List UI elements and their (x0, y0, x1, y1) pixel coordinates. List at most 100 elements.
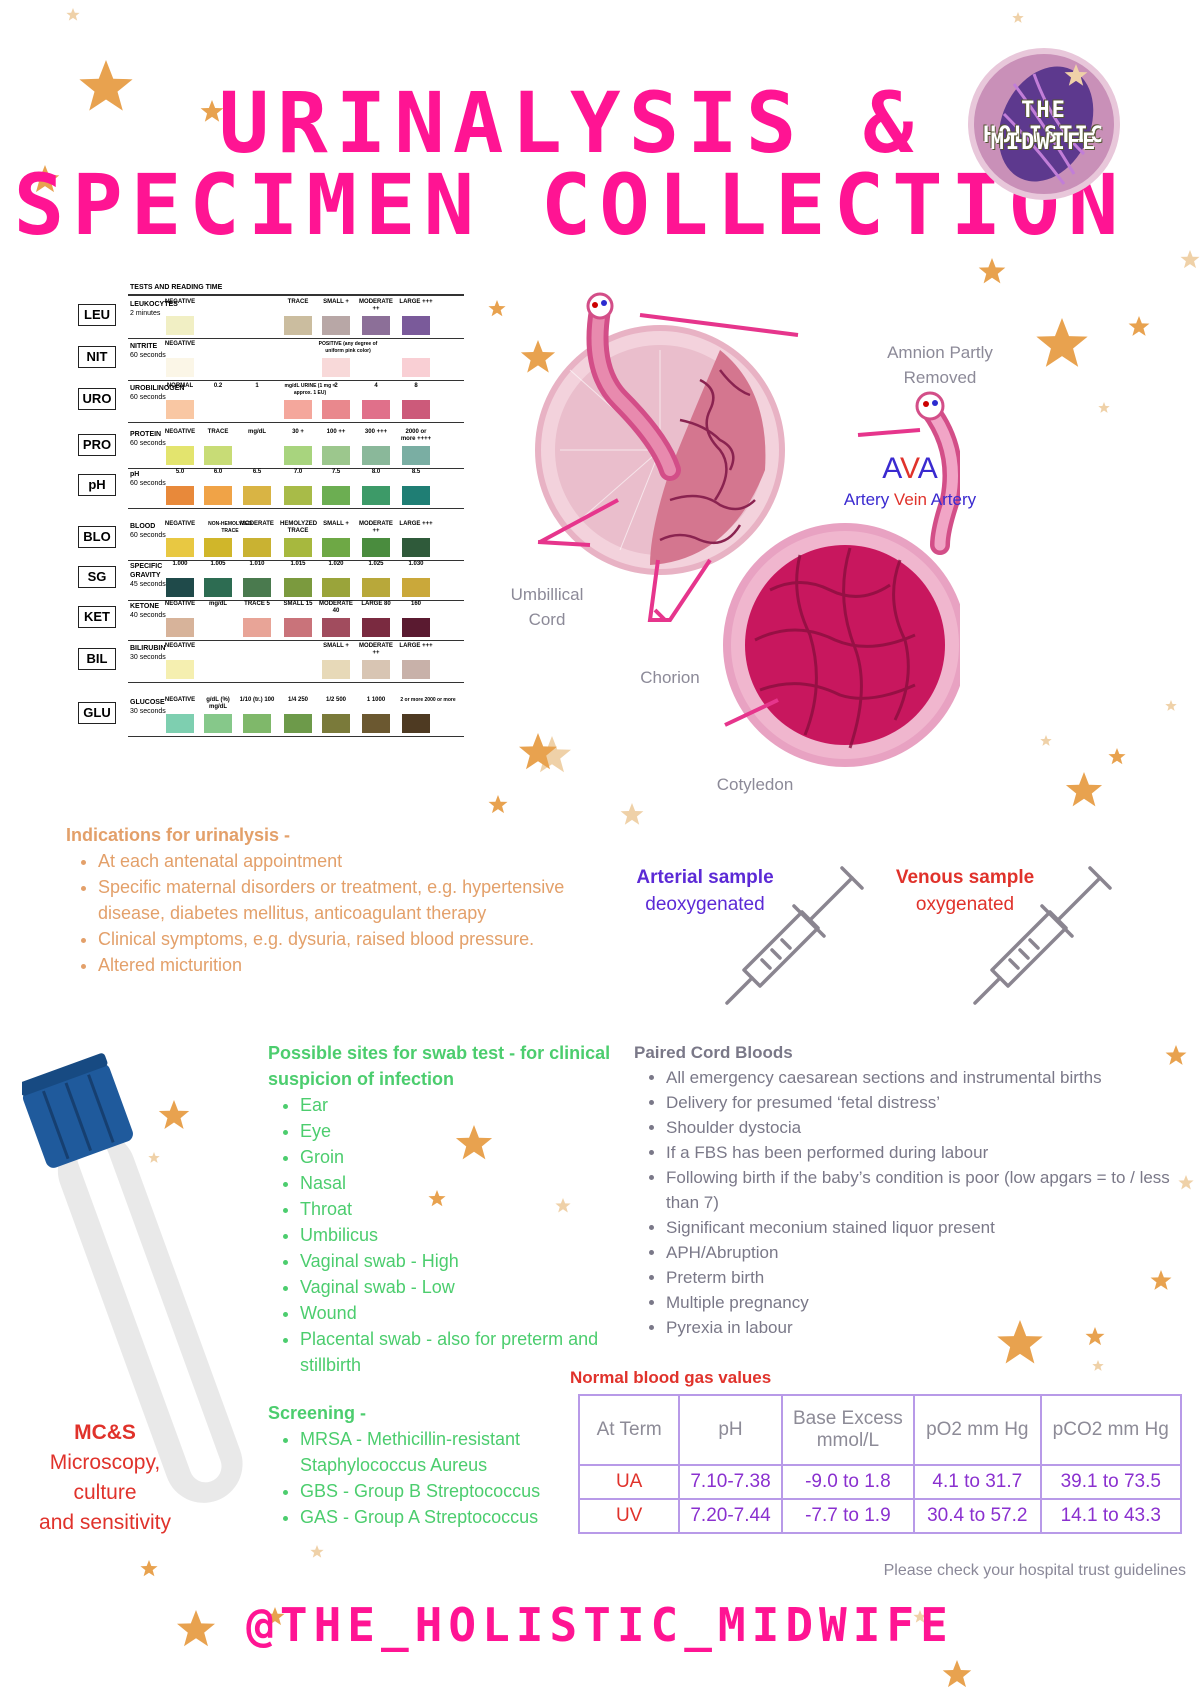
test-time: 40 seconds (130, 612, 166, 619)
list-item: Altered micturition (98, 952, 586, 978)
amnion-label: Amnion Partly Removed (887, 343, 993, 387)
swatch-label: MODERATE ++ (359, 521, 393, 534)
swatch-label: 1 1000 (366, 697, 386, 703)
swatch-label: LARGE +++ (399, 643, 433, 649)
table-header-cell: pO2 mm Hg (913, 1394, 1042, 1466)
swatch-label: MODERATE (240, 521, 274, 527)
color-swatch (166, 446, 194, 465)
swatch-label: 2 (334, 383, 338, 389)
swatch-label: NEGATIVE (164, 601, 196, 607)
color-swatch (243, 714, 271, 733)
logo-text-line2: MIDWIFE (990, 130, 1098, 155)
list-item: Specific maternal disorders or treatment… (98, 874, 586, 926)
color-swatch (284, 400, 312, 419)
swatch-label: HEMOLYZED TRACE (280, 521, 318, 534)
color-swatch (402, 358, 430, 377)
test-code: PRO (78, 434, 116, 456)
color-swatch (362, 578, 390, 597)
swatch-label: 1.030 (408, 561, 424, 567)
list-item: MRSA - Methicillin-resistant Staphylococ… (300, 1426, 568, 1478)
list-item: Umbilicus (300, 1222, 618, 1248)
social-handle: @THE_HOLISTIC_MIDWIFE (246, 1598, 954, 1652)
syringe-icon (725, 866, 864, 1005)
placenta-diagram (535, 292, 960, 767)
list-item: Eye (300, 1118, 618, 1144)
swab-list: EarEyeGroinNasalThroatUmbilicusVaginal s… (268, 1092, 618, 1378)
swab-section: Possible sites for swab test - for clini… (268, 1040, 618, 1378)
list-item: Placental swab - also for preterm and st… (300, 1326, 618, 1378)
test-time: 2 minutes (130, 310, 161, 317)
color-swatch (322, 618, 350, 637)
swatch-label: 300 +++ (364, 429, 388, 435)
screening-list: MRSA - Methicillin-resistant Staphylococ… (268, 1426, 568, 1530)
indications-section: Indications for urinalysis - At each ant… (66, 822, 586, 978)
test-code: LEU (78, 304, 116, 326)
color-swatch (362, 400, 390, 419)
swatch-label: 1.010 (249, 561, 265, 567)
swatch-label: NEGATIVE (164, 643, 196, 649)
table-cell: 39.1 to 73.5 (1039, 1464, 1182, 1500)
swatch-label: LARGE +++ (399, 521, 433, 527)
list-item: Groin (300, 1144, 618, 1170)
swatch-label: SMALL 15 (283, 601, 313, 607)
color-swatch (322, 400, 350, 419)
color-swatch (402, 618, 430, 637)
test-time: 30 seconds (130, 654, 166, 661)
swatch-label: 1.015 (290, 561, 306, 567)
list-item: GBS - Group B Streptococcus (300, 1478, 568, 1504)
cotyledon-label: Cotyledon (716, 775, 794, 794)
list-item: Preterm birth (666, 1265, 1174, 1290)
table-cell: 14.1 to 43.3 (1039, 1498, 1182, 1534)
swab-title: Possible sites for swab test - for clini… (268, 1043, 611, 1089)
table-cell: UV (577, 1498, 681, 1534)
list-item: Delivery for presumed ‘fetal distress’ (666, 1090, 1174, 1115)
color-swatch (166, 538, 194, 557)
color-swatch (362, 486, 390, 505)
color-swatch (402, 446, 430, 465)
test-code: BLO (78, 526, 116, 548)
test-tube-icon (22, 1053, 243, 1503)
table-header-cell: pH (678, 1394, 783, 1466)
color-swatch (402, 316, 430, 335)
table-cell: 4.1 to 31.7 (913, 1464, 1042, 1500)
color-swatch (322, 578, 350, 597)
disclaimer-note: Please check your hospital trust guideli… (883, 1562, 1186, 1579)
color-swatch (362, 660, 390, 679)
swatch-label: 8.5 (411, 469, 421, 475)
swatch-label: mg/dL (248, 429, 266, 435)
color-swatch (243, 486, 271, 505)
swatch-label: TRACE 5 (244, 601, 270, 607)
list-item: Following birth if the baby’s condition … (666, 1165, 1174, 1215)
color-swatch (166, 316, 194, 335)
color-swatch (284, 316, 312, 335)
swatch-label: g/dL (%) mg/dL (206, 697, 230, 710)
list-item: Nasal (300, 1170, 618, 1196)
test-code: SG (78, 566, 116, 588)
list-item: Vaginal swab - High (300, 1248, 618, 1274)
color-swatch (166, 358, 194, 377)
color-swatch (402, 486, 430, 505)
color-swatch (166, 618, 194, 637)
list-item: Multiple pregnancy (666, 1290, 1174, 1315)
color-swatch (322, 660, 350, 679)
test-code: GLU (78, 702, 116, 724)
swatch-label: 1 (255, 383, 259, 389)
list-item: At each antenatal appointment (98, 848, 586, 874)
swatch-label: MODERATE 40 (319, 601, 353, 614)
test-time: 30 seconds (130, 708, 166, 715)
screening-section: Screening - MRSA - Methicillin-resistant… (268, 1400, 568, 1530)
test-code: KET (78, 606, 116, 628)
swatch-label: 1.000 (172, 561, 188, 567)
color-swatch (322, 714, 350, 733)
ava-sub-label: Artery Vein Artery (843, 490, 977, 509)
